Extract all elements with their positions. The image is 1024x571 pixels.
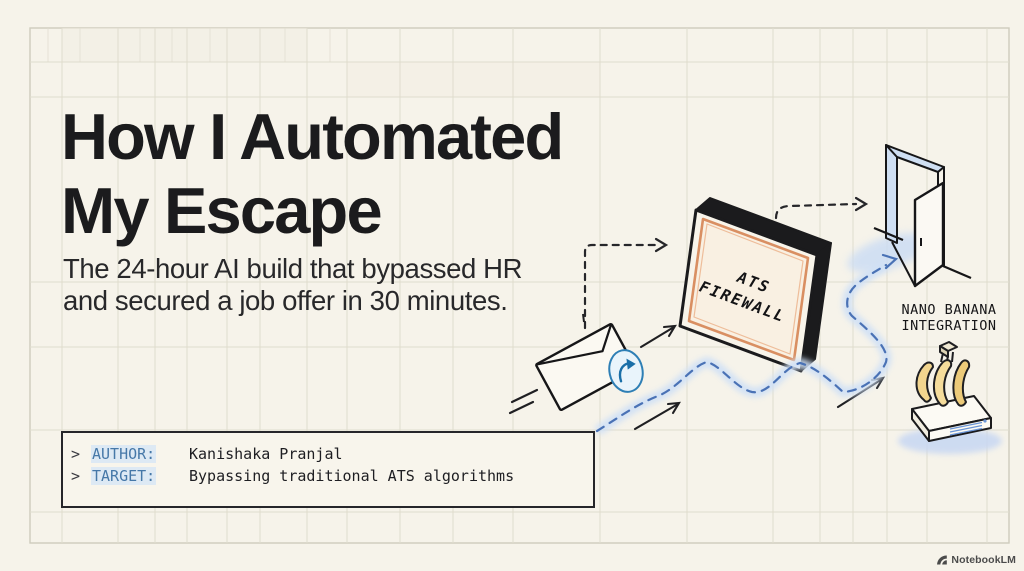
author-label: AUTHOR: <box>91 445 157 463</box>
ats-firewall-box: ATS FIREWALL <box>678 197 832 373</box>
title-line-2: My Escape <box>61 174 383 247</box>
speed-lines <box>508 388 539 415</box>
page-subtitle: The 24-hour AI build that bypassed HR an… <box>63 253 522 317</box>
author-value: Kanishaka Pranjal <box>189 445 343 463</box>
dashed-arrow-firewall-to-door <box>774 196 869 220</box>
door-glow <box>847 232 929 274</box>
watermark: NotebookLM <box>936 554 1016 566</box>
svg-text:NANO BANANA: NANO BANANA <box>902 302 997 318</box>
server-device-icon <box>911 395 992 442</box>
watermark-label: NotebookLM <box>951 554 1016 566</box>
dashed-arrow-email-to-firewall <box>583 237 669 330</box>
author-target-box: > AUTHOR: Kanishaka Pranjal > TARGET: By… <box>61 431 595 508</box>
svg-text:INTEGRATION: INTEGRATION <box>902 318 997 334</box>
prompt-chevron: > <box>71 445 81 463</box>
door-caption: NANO BANANA INTEGRATION <box>902 302 997 334</box>
subtitle-line-2: and secured a job offer in 30 minutes. <box>63 285 508 316</box>
banana-bunch-icon <box>915 341 971 407</box>
envelope-tick <box>582 313 585 323</box>
subtitle-line-1: The 24-hour AI build that bypassed HR <box>63 253 523 284</box>
escape-route-path <box>594 253 899 436</box>
share-arrow-icon <box>608 349 644 393</box>
title-line-1: How I Automated <box>61 100 564 173</box>
solid-arrows <box>633 324 886 431</box>
envelope-icon <box>535 322 637 412</box>
target-value: Bypassing traditional ATS algorithms <box>189 466 515 485</box>
blueprint-grid <box>29 27 1010 544</box>
target-label: TARGET: <box>91 466 157 485</box>
target-row: > TARGET: Bypassing traditional ATS algo… <box>71 466 593 488</box>
open-door-icon <box>873 144 972 288</box>
notebooklm-logo-icon <box>937 555 948 565</box>
prompt-chevron: > <box>71 466 81 485</box>
author-row: > AUTHOR: Kanishaka Pranjal <box>71 444 593 466</box>
page-title: How I Automated My Escape <box>61 100 564 248</box>
